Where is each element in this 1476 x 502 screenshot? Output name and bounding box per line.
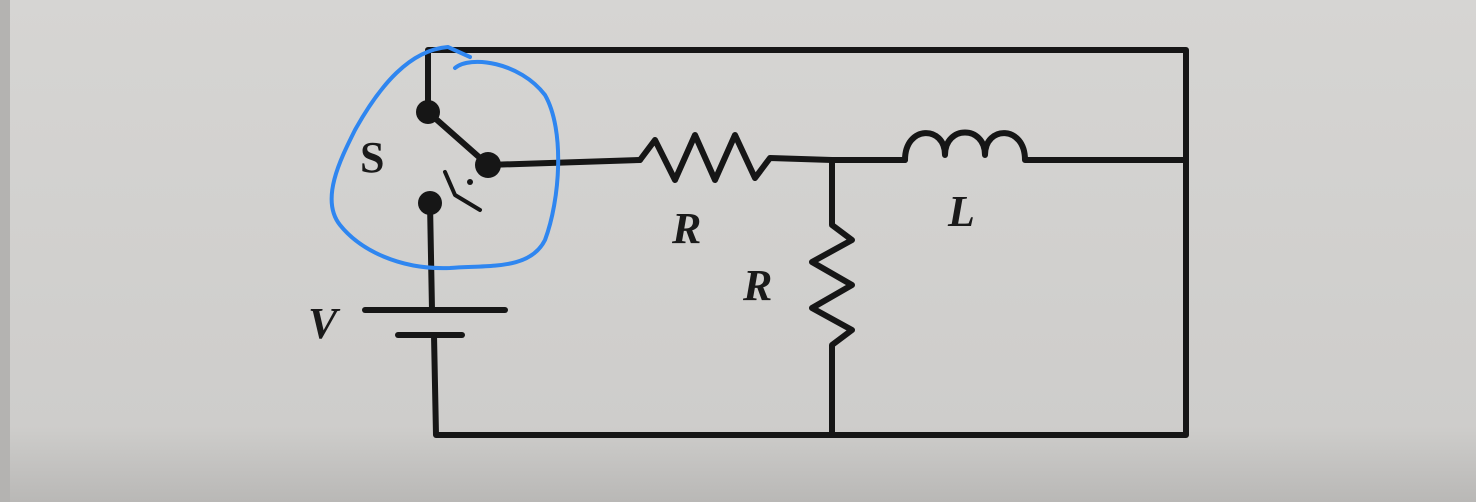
switch-label: S [360, 133, 384, 182]
switch-arrow [443, 170, 482, 212]
resistor-shunt [809, 157, 855, 438]
resistor-shunt-label: R [742, 261, 772, 310]
wire-top [425, 47, 1189, 438]
switch-node-top [416, 100, 440, 124]
switch-node-bottom [418, 191, 442, 215]
switch-node-pivot [475, 152, 501, 178]
inductor [902, 129, 1189, 163]
resistor-series-label: R [671, 204, 701, 253]
switch-blade [425, 109, 491, 168]
wire-switch-battery [427, 200, 435, 313]
inductor-label: L [947, 187, 975, 236]
resistor-series [637, 132, 835, 183]
paper-edge [0, 0, 10, 502]
annotation-circle [329, 44, 561, 271]
battery-label: V [308, 299, 341, 348]
junction-dot [467, 179, 473, 185]
wire-to-resistor [485, 157, 643, 168]
